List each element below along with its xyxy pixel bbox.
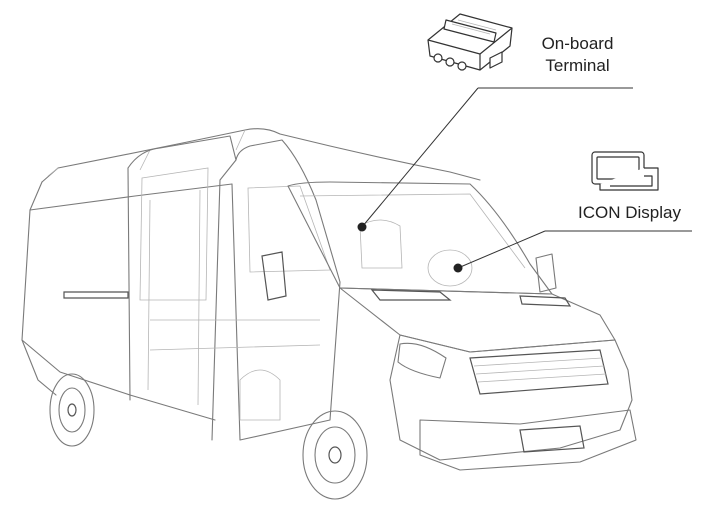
onboard-terminal-icon xyxy=(427,13,513,71)
onboard-terminal-label: On-board Terminal xyxy=(520,33,635,77)
display-leader-line xyxy=(453,230,692,273)
icon-display-label: ICON Display xyxy=(578,203,681,222)
van-illustration xyxy=(21,128,637,500)
onboard-terminal-label-line1: On-board xyxy=(541,34,614,53)
terminal-leader-line xyxy=(357,87,633,232)
icon-display-icon xyxy=(591,151,659,191)
onboard-terminal-label-line2: Terminal xyxy=(545,56,610,75)
